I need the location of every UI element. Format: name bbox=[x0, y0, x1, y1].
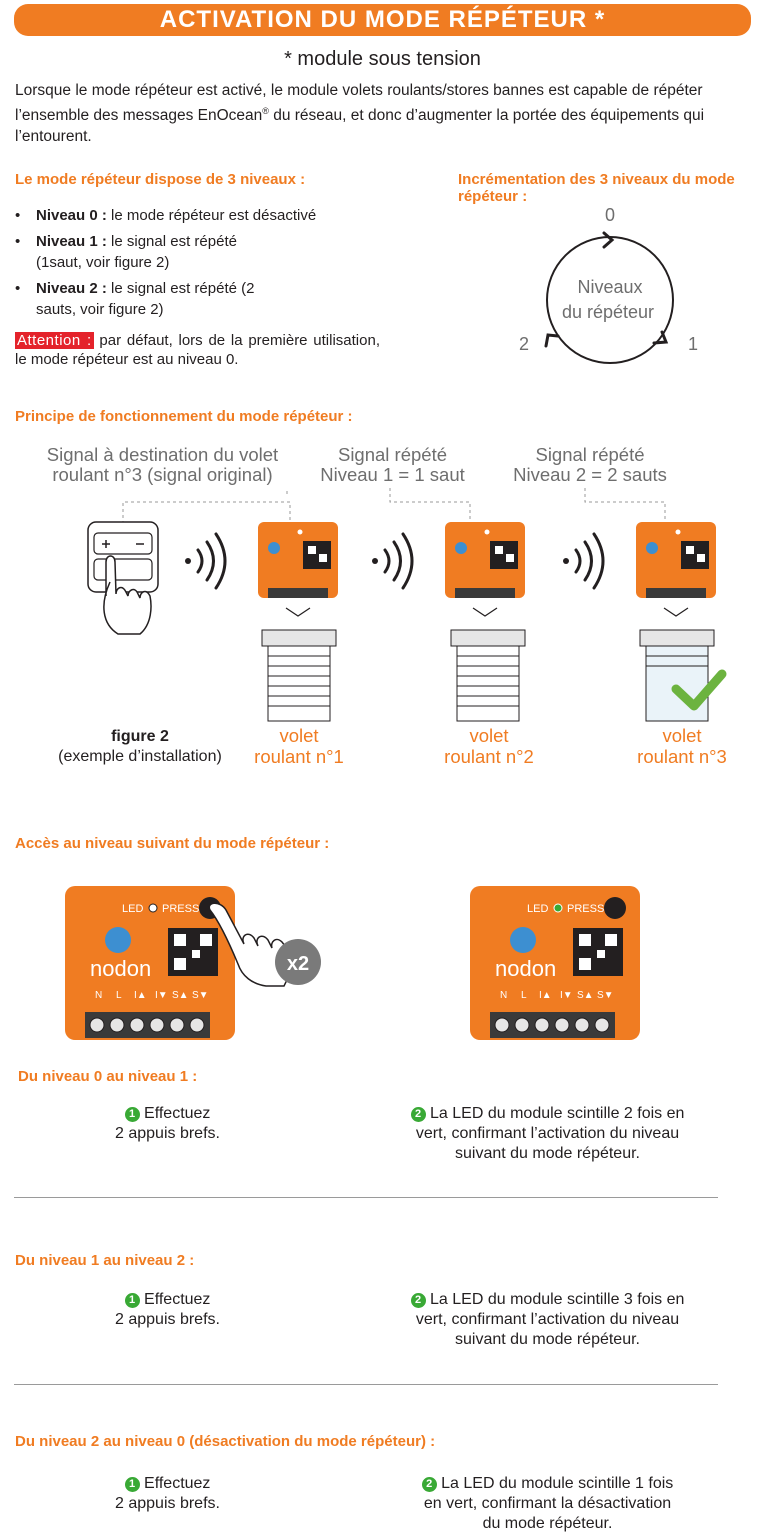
svg-text:N: N bbox=[95, 990, 102, 1001]
divider bbox=[14, 1384, 718, 1385]
signal-level2-caption: Signal répété Niveau 2 = 2 sauts bbox=[513, 444, 667, 485]
step-number-icon: 2 bbox=[410, 1293, 426, 1308]
transition-1-2-heading: Du niveau 1 au niveau 2 : bbox=[15, 1252, 195, 1269]
cycle-diagram: Niveaux du répéteur 0 1 2 bbox=[519, 205, 698, 364]
intro-text-after: du réseau, et donc d’augmenter la portée… bbox=[15, 107, 705, 146]
module-1 bbox=[258, 522, 338, 598]
cycle-label-2: 2 bbox=[519, 334, 529, 354]
press-button-icon bbox=[604, 897, 626, 919]
cycle-arrow-1-icon bbox=[652, 330, 669, 345]
transition-2-0-step2: 2 La LED du module scintille 1 fois en v… bbox=[380, 1474, 715, 1534]
signal-original-caption: Signal à destination du volet roulant n°… bbox=[46, 444, 279, 485]
step-number-icon: 2 bbox=[421, 1477, 437, 1492]
step-number-icon: 1 bbox=[124, 1293, 140, 1308]
module-led-label: LED bbox=[122, 903, 143, 915]
attention-tag: Attention : bbox=[15, 332, 94, 349]
shutter-1 bbox=[261, 629, 337, 722]
module-led-illustration: LED PRESS nodon N L I▲ I▼ S▲S▼ bbox=[470, 886, 640, 1040]
attention-note: Attention : par défaut, lors de la premi… bbox=[15, 332, 380, 368]
step-number-icon: 1 bbox=[124, 1477, 140, 1492]
shutter-3 bbox=[639, 629, 715, 722]
levels-heading: Le mode répéteur dispose de 3 niveaux : bbox=[15, 171, 306, 188]
cycle-label-0: 0 bbox=[605, 205, 615, 225]
wireless-signal-icon-3 bbox=[563, 532, 605, 590]
shutter-1-label: volet roulant n°1 bbox=[254, 725, 344, 767]
module-press-illustration: LED PRESS nodon N L I▲ I▼ S▲S▼ x2 bbox=[65, 886, 321, 1040]
figure-label: figure 2 bbox=[111, 728, 169, 745]
registered-mark: ® bbox=[262, 106, 269, 116]
cycle-label-1: 1 bbox=[688, 334, 698, 354]
level-item-2: Niveau 2 : le signal est répété (2 sauts… bbox=[15, 278, 275, 320]
shutter-logo-icon bbox=[510, 927, 536, 953]
transition-0-1-step2: 2 La LED du module scintille 2 fois en v… bbox=[380, 1104, 715, 1164]
transition-2-0-step1: 1 Effectuez 2 appuis brefs. bbox=[115, 1475, 220, 1512]
intro-text-before: Lorsque le mode répéteur est activé, le … bbox=[15, 82, 703, 125]
press-count-badge bbox=[275, 939, 321, 985]
transition-0-1-step1: 1 Effectuez 2 appuis brefs. bbox=[115, 1105, 220, 1142]
cycle-center-line1: Niveaux bbox=[577, 277, 642, 297]
svg-text:S▼: S▼ bbox=[192, 990, 209, 1001]
step-number-icon: 2 bbox=[410, 1107, 426, 1122]
svg-text:L: L bbox=[521, 990, 527, 1001]
divider bbox=[14, 1197, 718, 1198]
shutter-3-label: volet roulant n°3 bbox=[637, 725, 727, 767]
intro-paragraph: Lorsque le mode répéteur est activé, le … bbox=[15, 80, 755, 147]
figure-caption-text: (exemple d’installation) bbox=[58, 748, 222, 765]
principle-heading: Principe de fonctionnement du mode répét… bbox=[15, 408, 353, 425]
remote-control-icon bbox=[87, 521, 159, 593]
wireless-signal-icon-1 bbox=[185, 532, 227, 590]
led-green-icon bbox=[553, 903, 563, 913]
transition-2-0-heading: Du niveau 2 au niveau 0 (désactivation d… bbox=[15, 1433, 436, 1450]
svg-text:L: L bbox=[116, 990, 122, 1001]
cycle-heading: Incrémentation des 3 niveaux du mode rép… bbox=[458, 171, 735, 205]
step-number-icon: 1 bbox=[124, 1107, 140, 1122]
svg-text:S▼: S▼ bbox=[597, 990, 614, 1001]
level-item-1: Niveau 1 : le signal est répété (1saut, … bbox=[15, 231, 275, 273]
press-count: x2 bbox=[287, 953, 309, 975]
figure-caption: figure 2 (exemple d’installation) bbox=[40, 727, 240, 767]
transition-1-2-step2: 2 La LED du module scintille 3 fois en v… bbox=[380, 1290, 715, 1350]
svg-text:I▼: I▼ bbox=[155, 990, 168, 1001]
shutter-2 bbox=[450, 629, 526, 722]
installation-figure bbox=[87, 488, 727, 722]
svg-text:S▲: S▲ bbox=[172, 990, 189, 1001]
cycle-arrow-0-icon bbox=[602, 231, 615, 249]
levels-list: Niveau 0 : le mode répéteur est désactiv… bbox=[15, 205, 395, 325]
module-brand: nodon bbox=[90, 956, 151, 981]
shutter-logo-icon bbox=[105, 927, 131, 953]
module-press-label: PRESS bbox=[567, 903, 604, 915]
module-press-label: PRESS bbox=[162, 903, 199, 915]
svg-text:I▼: I▼ bbox=[560, 990, 573, 1001]
module-led-label: LED bbox=[527, 903, 548, 915]
transition-1-2-step1: 1 Effectuez 2 appuis brefs. bbox=[115, 1291, 220, 1328]
transition-0-1-heading: Du niveau 0 au niveau 1 : bbox=[18, 1068, 198, 1085]
access-heading: Accès au niveau suivant du mode répéteur… bbox=[15, 835, 330, 852]
hand-pointer-icon bbox=[103, 555, 152, 635]
svg-text:I▲: I▲ bbox=[539, 990, 552, 1001]
check-icon bbox=[671, 669, 727, 711]
level-item-0: Niveau 0 : le mode répéteur est désactiv… bbox=[15, 205, 395, 226]
module-3 bbox=[636, 522, 716, 598]
svg-text:N: N bbox=[500, 990, 507, 1001]
module-brand: nodon bbox=[495, 956, 556, 981]
shutter-2-label: volet roulant n°2 bbox=[444, 725, 534, 767]
page-title: ACTIVATION DU MODE RÉPÉTEUR * bbox=[14, 4, 751, 36]
svg-text:S▲: S▲ bbox=[577, 990, 594, 1001]
hand-press-icon bbox=[208, 902, 291, 987]
wireless-signal-icon-2 bbox=[372, 532, 414, 590]
svg-text:I▲: I▲ bbox=[134, 990, 147, 1001]
cycle-center-line2: du répéteur bbox=[562, 302, 654, 322]
module-2 bbox=[445, 522, 525, 598]
cycle-arrow-2-icon bbox=[544, 333, 560, 348]
page-subtitle: * module sous tension bbox=[284, 48, 481, 70]
signal-level1-caption: Signal répété Niveau 1 = 1 saut bbox=[320, 444, 465, 485]
